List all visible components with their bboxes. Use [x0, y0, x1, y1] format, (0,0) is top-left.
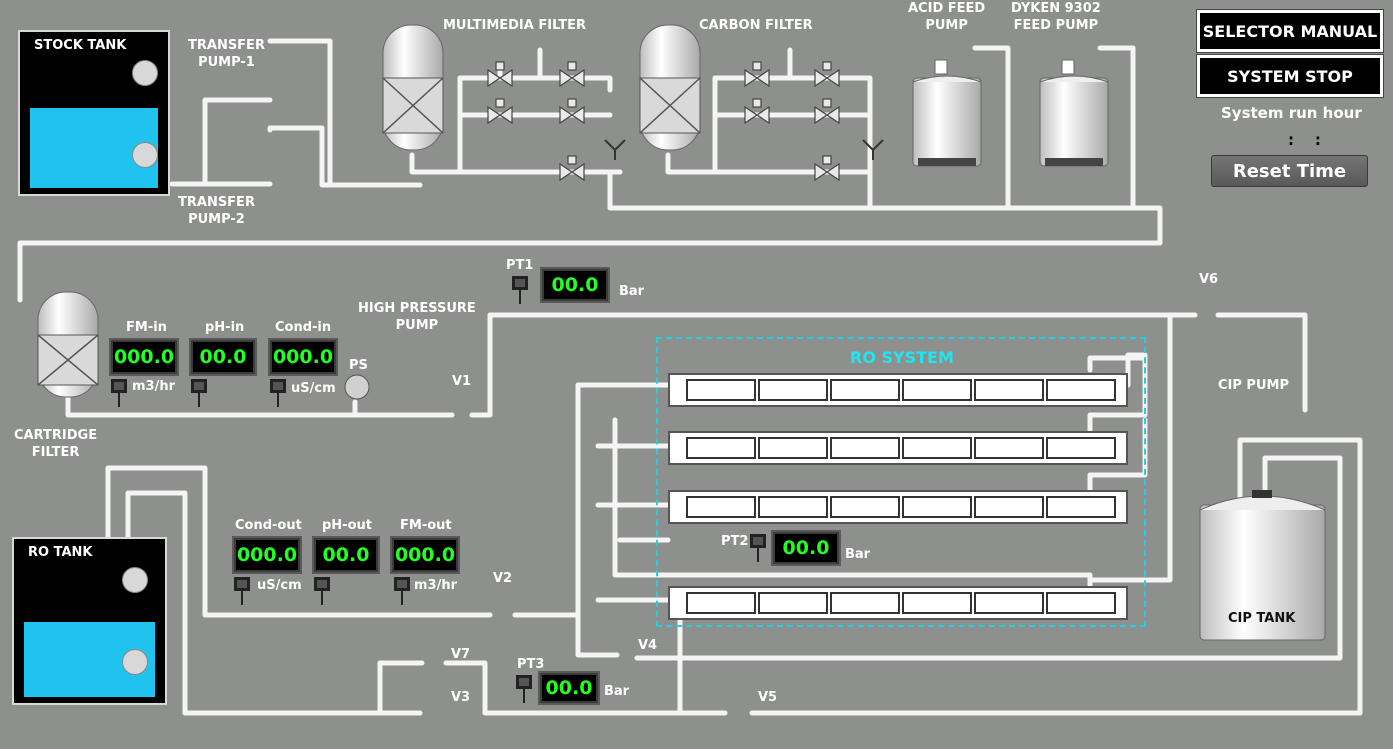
stock-tank-label: STOCK TANK [34, 38, 127, 53]
ro-tank-low-level-icon [122, 649, 148, 675]
pressure-switch [344, 374, 370, 400]
system-stop-button[interactable]: SYSTEM STOP [1196, 54, 1384, 98]
ro-membrane-3 [668, 490, 1128, 524]
fm-out-sensor-icon [394, 577, 410, 605]
cond-out-display: 000.0 [232, 536, 302, 574]
pt3-label: PT3 [517, 657, 545, 672]
run-hour-value: : : [1288, 131, 1321, 149]
cond-out-unit: uS/cm [257, 578, 302, 593]
valve-v6-label: V6 [1199, 272, 1219, 287]
fm-in-sensor-icon [111, 379, 127, 407]
selector-manual-button[interactable]: SELECTOR MANUAL [1196, 9, 1384, 53]
cartridge-filter-vessel [37, 291, 99, 398]
fm-in-display: 000.0 [109, 338, 179, 376]
carbon-filter-label: CARBON FILTER [699, 18, 813, 33]
reset-time-button[interactable]: Reset Time [1211, 155, 1368, 187]
fm-out-label: FM-out [400, 518, 452, 533]
pt2-unit: Bar [845, 547, 871, 562]
pressure-switch-label: PS [349, 358, 368, 373]
stock-tank-low-level-icon [132, 142, 158, 168]
ph-out-sensor-icon [314, 577, 330, 605]
cond-out-sensor-icon [234, 577, 250, 605]
pt1-sensor-icon [512, 276, 528, 304]
transfer-pump-1-label: TRANSFER PUMP-1 [188, 38, 265, 70]
high-pressure-pump-label: HIGH PRESSURE PUMP [358, 301, 476, 333]
valve-mm-top-1 [487, 61, 513, 88]
cond-out-label: Cond-out [235, 518, 302, 533]
stock-tank-high-level-icon [132, 60, 158, 86]
valve-v5-label: V5 [758, 690, 778, 705]
pt3-display: 00.0 [538, 671, 600, 705]
valve-c-top-1 [744, 61, 770, 88]
ro-membrane-2 [668, 431, 1128, 465]
ro-system-frame [656, 337, 1146, 627]
ph-in-display: 00.0 [189, 338, 257, 376]
cond-in-label: Cond-in [275, 320, 332, 335]
cip-pump-label: CIP PUMP [1218, 378, 1289, 393]
valve-v3-label: V3 [451, 690, 471, 705]
cond-in-display: 000.0 [268, 338, 338, 376]
multimedia-filter-vessel [382, 24, 444, 151]
fm-in-unit: m3/hr [132, 379, 176, 394]
ph-out-label: pH-out [322, 518, 372, 533]
valve-c-bot [814, 155, 840, 182]
valve-c-mid-1 [744, 98, 770, 125]
multimedia-filter-label: MULTIMEDIA FILTER [443, 18, 586, 33]
fm-out-unit: m3/hr [414, 578, 458, 593]
valve-v1-label: V1 [452, 374, 472, 389]
ph-in-label: pH-in [205, 320, 245, 335]
stock-tank: STOCK TANK [18, 30, 170, 196]
ro-membrane-4 [668, 586, 1128, 620]
pt1-display: 00.0 [540, 267, 610, 303]
ro-tank: RO TANK [12, 537, 167, 705]
valve-mm-mid-2 [559, 98, 585, 125]
carbon-filter-vessel [639, 24, 701, 151]
valve-v7-label: V7 [451, 647, 471, 662]
cip-tank-label: CIP TANK [1228, 611, 1296, 626]
pt3-sensor-icon [516, 675, 532, 703]
pt1-label: PT1 [506, 258, 534, 273]
fm-out-display: 000.0 [390, 536, 460, 574]
pt2-label: PT2 [721, 534, 749, 549]
ro-system-title: RO SYSTEM [850, 348, 954, 367]
cond-in-sensor-icon [270, 379, 286, 407]
fm-in-label: FM-in [126, 320, 167, 335]
ro-tank-label: RO TANK [28, 545, 93, 560]
cond-in-unit: uS/cm [291, 381, 336, 396]
dyken-feed-pump-label: DYKEN 9302 FEED PUMP [1011, 1, 1101, 33]
pt3-unit: Bar [604, 684, 630, 699]
valve-c-mid-2 [814, 98, 840, 125]
acid-feed-pump-label: ACID FEED PUMP [908, 1, 986, 33]
cartridge-filter-label: CARTRIDGE FILTER [14, 428, 98, 460]
dyken-feed-tank [1039, 59, 1109, 167]
ph-in-sensor-icon [191, 379, 207, 407]
transfer-pump-2-label: TRANSFER PUMP-2 [178, 195, 255, 227]
run-hour-label: System run hour [1221, 104, 1362, 122]
valve-mm-top-2 [559, 61, 585, 88]
acid-feed-tank [912, 59, 982, 167]
valve-c-top-2 [814, 61, 840, 88]
ro-tank-high-level-icon [122, 567, 148, 593]
valve-mm-mid-1 [487, 98, 513, 125]
pt2-display: 00.0 [771, 530, 841, 566]
valve-v2-label: V2 [493, 571, 513, 586]
cip-tank-vessel [1199, 490, 1326, 641]
pt1-unit: Bar [619, 284, 645, 299]
valve-mm-bot [559, 155, 585, 182]
ph-out-display: 00.0 [312, 536, 380, 574]
ro-membrane-1 [668, 373, 1128, 407]
pt2-sensor-icon [750, 534, 766, 562]
valve-v4-label: V4 [638, 638, 658, 653]
